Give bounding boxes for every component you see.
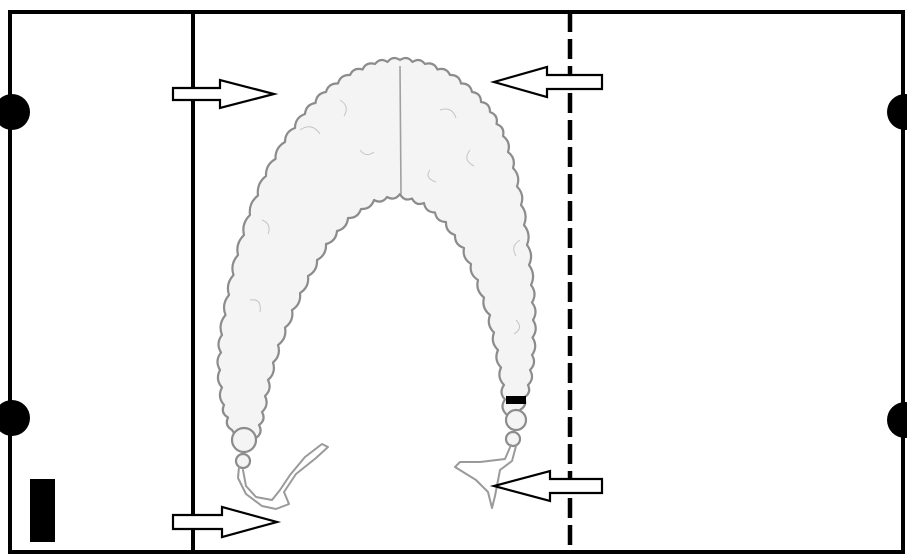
specimen-body (217, 58, 535, 439)
arrow-bottom-left (173, 507, 277, 537)
mounting-dot-right-top (887, 94, 907, 130)
arrow-top-left (173, 80, 274, 108)
mounting-dot-left-top (0, 94, 30, 130)
segment-right-lower (506, 410, 526, 430)
tail-right (455, 445, 516, 508)
mounting-dot-right-bottom (887, 402, 907, 438)
mounting-dot-left-bottom (0, 400, 30, 436)
segment-left-lower (232, 428, 256, 452)
segment-right-base (506, 432, 520, 446)
specimen (217, 58, 535, 509)
specimen-marker (506, 396, 526, 404)
arrow-bottom-right (494, 471, 602, 501)
segment-left-base (236, 454, 250, 468)
scale-bar-marker (30, 479, 55, 542)
tail-left (238, 444, 328, 509)
specimen-midline (400, 66, 401, 194)
arrow-top-right (494, 67, 602, 97)
